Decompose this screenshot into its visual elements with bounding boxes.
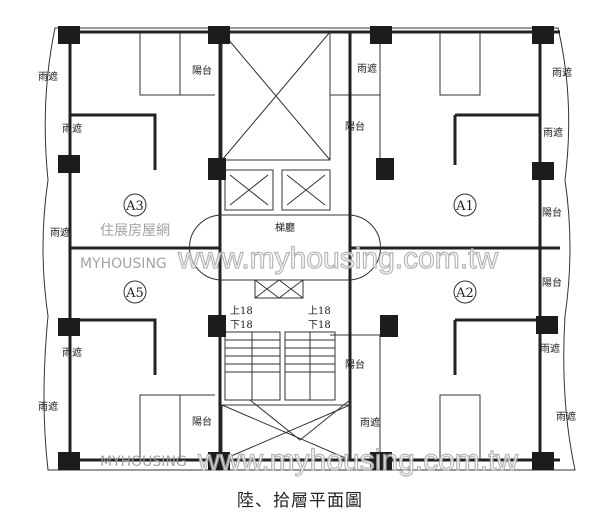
svg-text:雨遮: 雨遮 xyxy=(360,416,380,429)
stairs xyxy=(224,331,351,441)
svg-text:陽台: 陽台 xyxy=(542,276,562,289)
svg-text:A3: A3 xyxy=(125,199,144,214)
svg-text:雨遮: 雨遮 xyxy=(552,66,572,79)
svg-text:雨遮: 雨遮 xyxy=(540,342,560,355)
balcony-labels: 陽台 陽台 陽台 陽台 陽台 陽台 xyxy=(192,64,562,428)
core-walls xyxy=(218,32,352,460)
svg-text:MYHOUSING: MYHOUSING xyxy=(80,256,167,272)
elevator-3 xyxy=(254,279,304,299)
svg-text:雨遮: 雨遮 xyxy=(50,226,70,239)
interior-walls xyxy=(70,113,540,375)
svg-text:www.myhousing.com.tw: www.myhousing.com.tw xyxy=(177,242,498,275)
svg-text:陽台: 陽台 xyxy=(192,415,212,428)
stair-up-right: 上18 xyxy=(308,305,331,317)
bathrooms xyxy=(139,32,481,460)
elevator-2-cross xyxy=(286,174,326,206)
stair-up-left: 上18 xyxy=(230,305,253,317)
svg-text:雨遮: 雨遮 xyxy=(38,400,58,413)
canopy-labels: 雨遮 雨遮 雨遮 雨遮 雨遮 雨遮 雨遮 雨遮 雨遮 雨遮 雨遮 xyxy=(38,62,576,429)
void-top xyxy=(221,31,331,161)
svg-text:雨遮: 雨遮 xyxy=(357,62,377,75)
svg-text:A2: A2 xyxy=(455,286,474,301)
svg-text:雨遮: 雨遮 xyxy=(38,70,58,83)
building-outline xyxy=(42,27,576,471)
stair-down-right: 下18 xyxy=(308,320,331,331)
svg-text:雨遮: 雨遮 xyxy=(62,122,82,135)
svg-text:陽台: 陽台 xyxy=(542,206,562,219)
svg-text:A1: A1 xyxy=(455,199,474,214)
svg-text:雨遮: 雨遮 xyxy=(543,126,563,139)
svg-text:陽台: 陽台 xyxy=(345,120,365,133)
svg-text:www.myhousing.com.tw: www.myhousing.com.tw xyxy=(197,444,518,477)
void-top-cross xyxy=(221,31,331,161)
elevator-2 xyxy=(281,169,331,211)
unit-a1: A1 xyxy=(453,193,477,217)
lobby-label: 梯廳 xyxy=(275,221,295,234)
svg-text:陽台: 陽台 xyxy=(345,358,365,371)
void-bottom-cross xyxy=(221,404,351,461)
svg-text:雨遮: 雨遮 xyxy=(62,346,82,359)
structural-columns xyxy=(58,26,558,470)
svg-text:A5: A5 xyxy=(125,286,144,301)
elevator-1 xyxy=(224,169,274,211)
void-bottom xyxy=(221,404,351,461)
svg-text:住展房屋網: 住展房屋網 xyxy=(100,223,170,239)
plan-title: 陸、拾層平面圖 xyxy=(237,491,363,511)
svg-text:雨遮: 雨遮 xyxy=(556,410,576,423)
unit-a3: A3 xyxy=(123,193,147,217)
svg-text:MYHOUSING: MYHOUSING xyxy=(100,454,187,470)
stair-down-left: 下18 xyxy=(230,320,253,331)
watermark: 住展房屋網 MYHOUSING www.myhousing.com.tw MYH… xyxy=(80,223,519,478)
svg-text:陽台: 陽台 xyxy=(192,64,212,77)
elevator-1-cross xyxy=(229,174,269,206)
elevator-3-cross xyxy=(254,279,304,299)
unit-a2: A2 xyxy=(453,280,477,304)
unit-a5: A5 xyxy=(123,280,147,304)
